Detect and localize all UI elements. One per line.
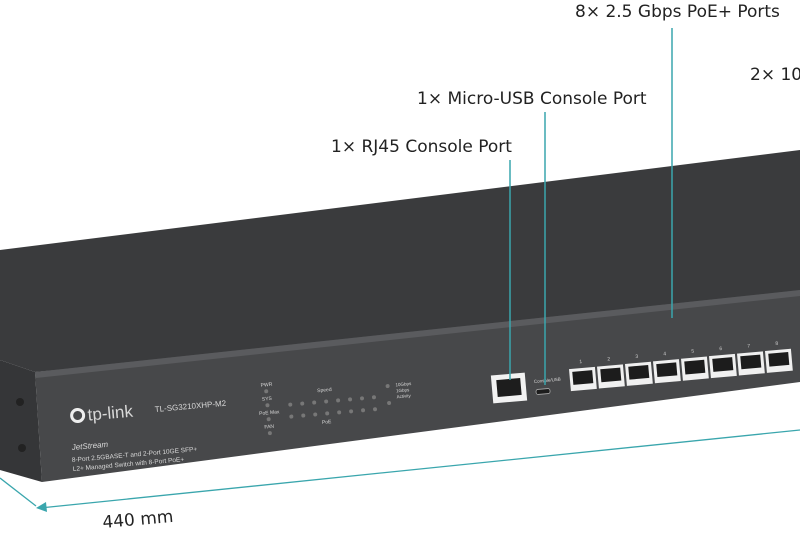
port-leds: Speed PoE [288,387,378,426]
port-number: 3 [635,354,639,360]
switch-front-panel [35,290,800,482]
micro-usb-console-port[interactable] [535,388,551,395]
callout-micro-usb: 1× Micro-USB Console Port [417,89,647,109]
poe-port[interactable]: 8 [764,340,793,373]
dimension-line [39,429,800,509]
port-number: 2 [607,356,611,362]
callout-sfp-ports: 2× 10 [750,65,800,85]
svg-text:Activity: Activity [396,393,411,399]
rack-ear [0,360,42,482]
sfp-led-legend: 10Gbps 1Gbps Activity [385,381,412,406]
svg-text:1Gbps: 1Gbps [396,387,410,393]
poe-port[interactable]: 6 [708,345,737,379]
poe-port[interactable]: 4 [652,350,681,384]
svg-text:FAN: FAN [264,424,275,431]
port-number: 4 [663,351,667,357]
port-number: 1 [579,359,583,365]
svg-text:10Gbps: 10Gbps [395,381,412,387]
svg-text:tp-link: tp-link [87,402,134,425]
port-number: 6 [719,346,723,352]
svg-text:Speed: Speed [317,387,332,394]
ear-screw [16,398,24,406]
svg-text:PWR: PWR [260,382,273,389]
system-leds: PWR SYS PoE Max FAN [259,382,280,436]
poe-port[interactable]: 5 [680,348,709,381]
dimension-arrow-icon [36,502,47,512]
port-number: 7 [747,343,751,349]
port-number: 5 [691,349,695,355]
callout-rj45: 1× RJ45 Console Port [331,137,512,157]
svg-text:PoE: PoE [322,419,333,426]
poe-port-group: 1 2 3 4 5 6 7 8 [568,340,793,392]
poe-port[interactable]: 7 [736,342,765,376]
front-bezel-edge [35,290,800,378]
series-name: JetStream [70,440,108,452]
svg-text:PoE Max: PoE Max [259,409,280,417]
poe-port[interactable]: 2 [596,355,625,389]
port-number: 8 [775,341,779,347]
console-label: Console/USB [534,377,561,384]
tp-link-logo: tp-link [70,402,134,425]
callout-poe-ports: 8× 2.5 Gbps PoE+ Ports [575,2,780,22]
poe-port[interactable]: 3 [624,353,653,386]
svg-text:SYS: SYS [262,396,273,403]
dimension-line-depth [0,477,37,507]
rj45-console-port-jack [496,377,522,398]
dimension-label: 440 mm [102,507,174,533]
ear-screw [18,444,26,452]
poe-port[interactable]: 1 [568,358,597,392]
